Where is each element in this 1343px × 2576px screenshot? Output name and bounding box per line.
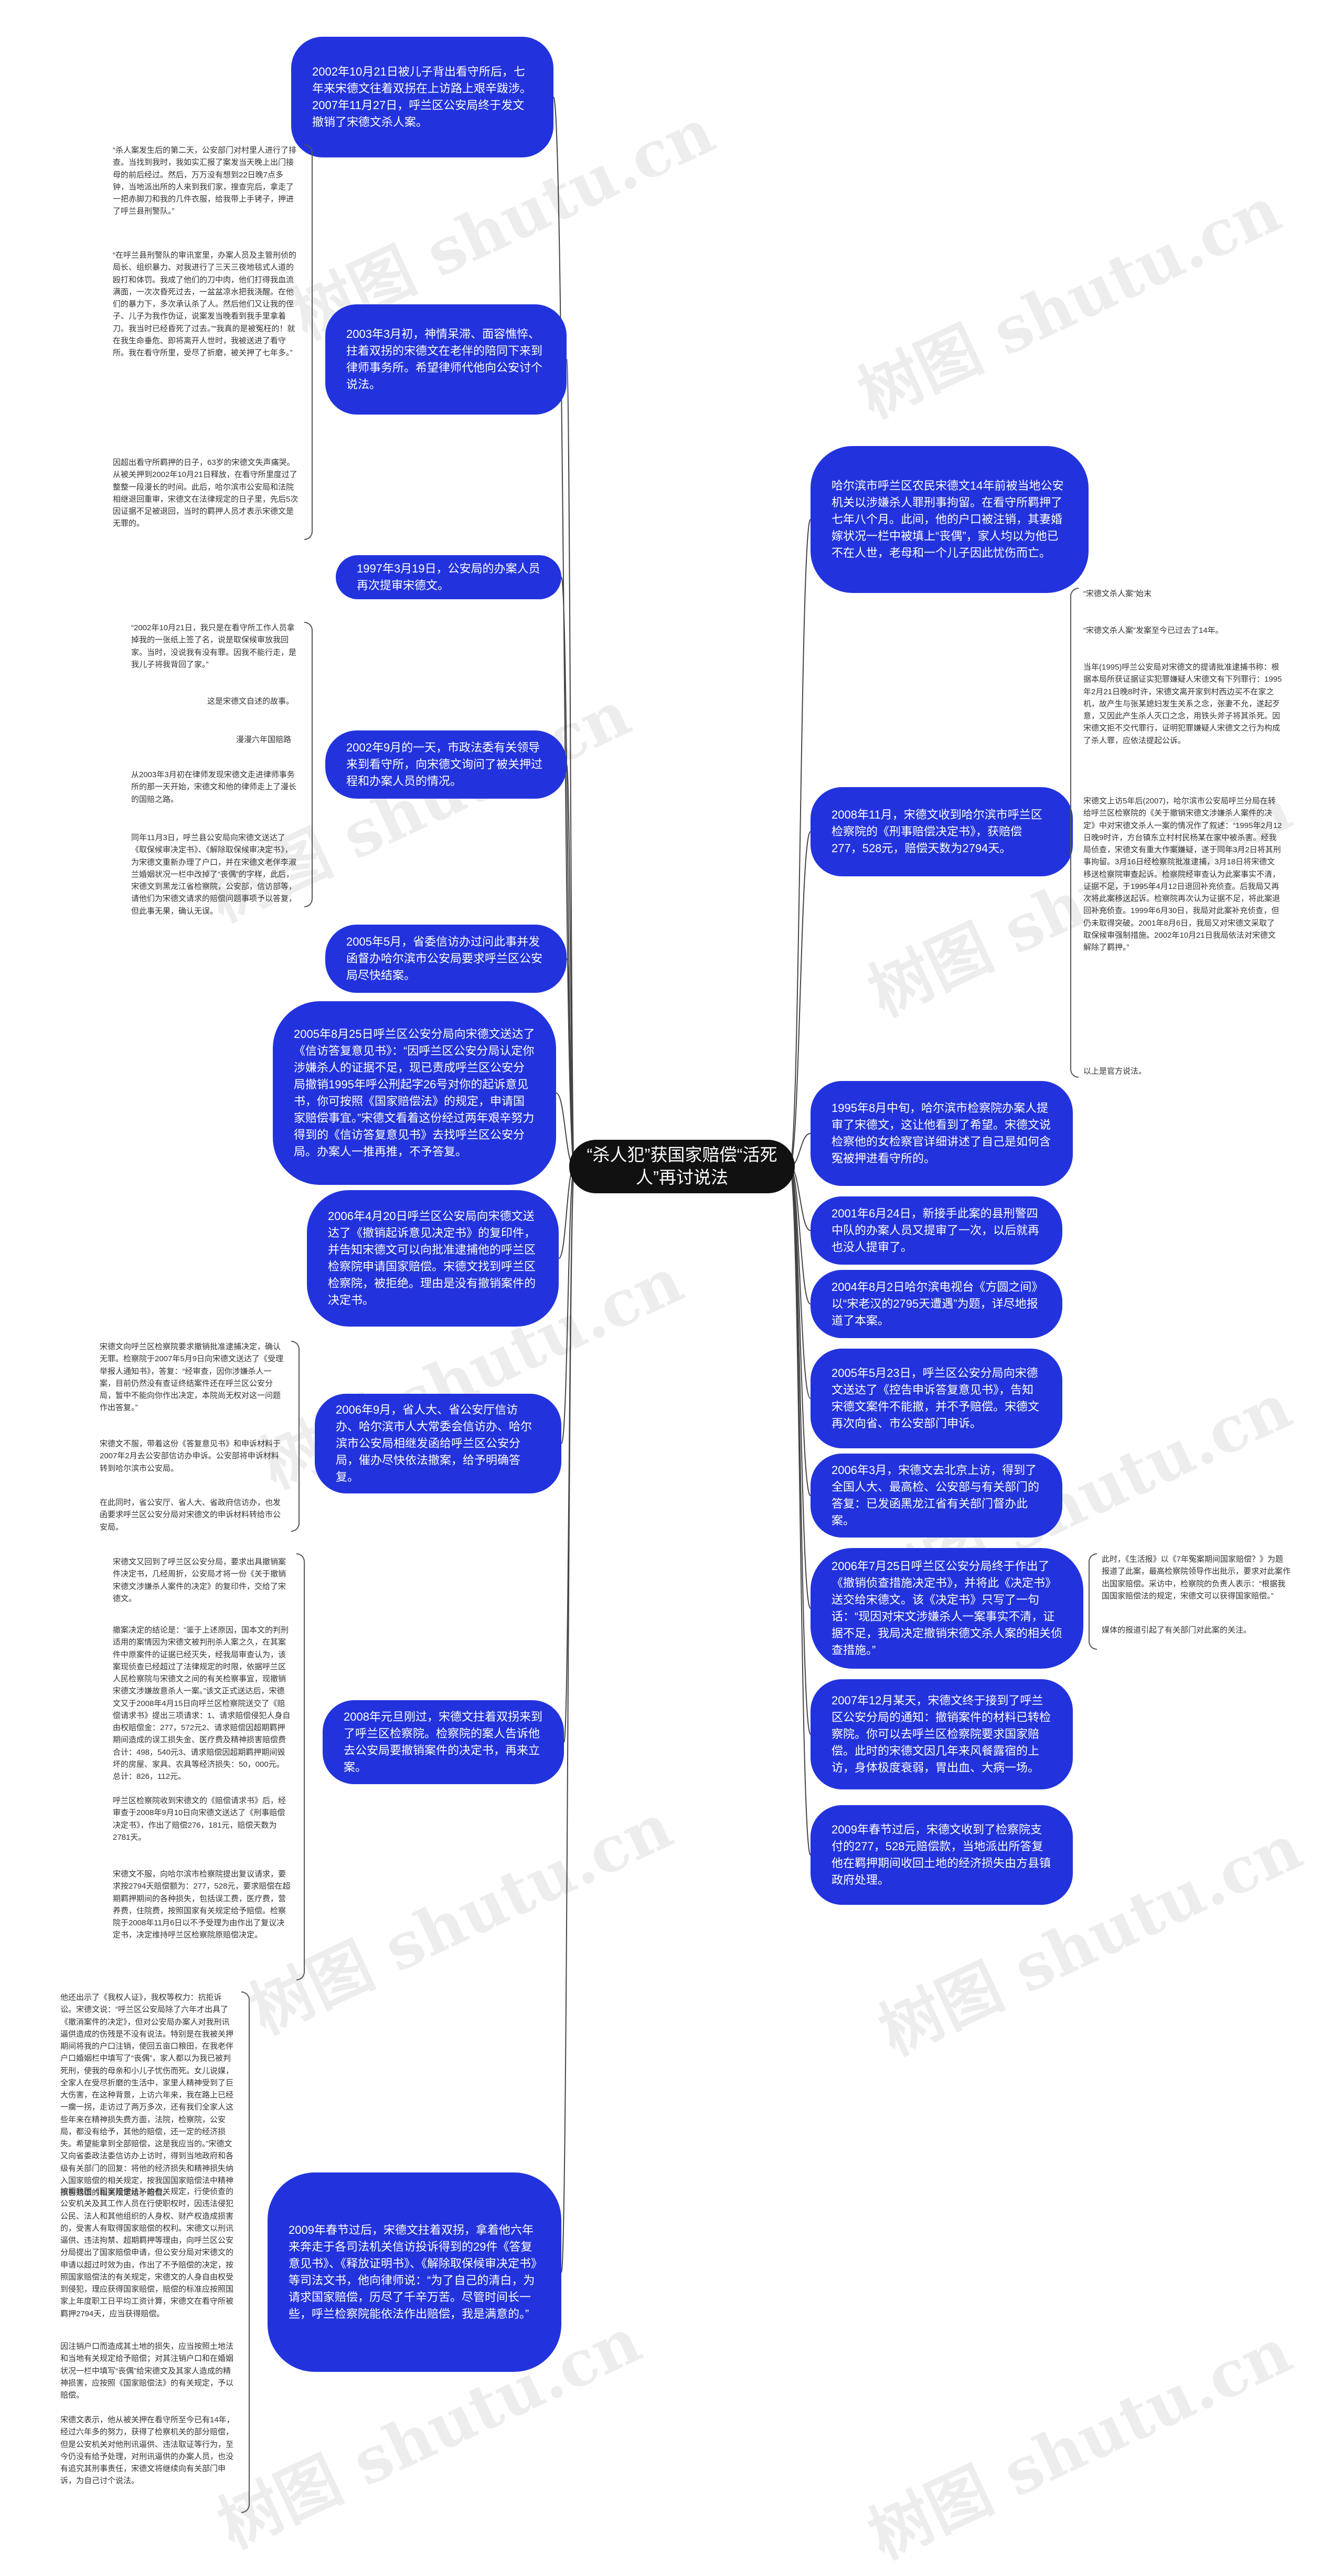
edge: [789, 1166, 811, 1399]
node-text: 2009年春节过后，宋德文拄着双拐，拿着他六年来奔走于各司法机关信访投诉得到的2…: [289, 2223, 537, 2320]
note-n2: “在呼兰县刑警队的审讯室里，办案人员及主管刑侦的局长、组织暴力、对我进行了三天三…: [113, 251, 296, 357]
node-text: 2009年春节过后，宋德文收到了检察院支付的277，528元赔偿款，当地派出所答…: [832, 1823, 1051, 1886]
left-node-l8[interactable]: 2006年9月，省人大、省公安厅信访办、哈尔滨市人大常委会信访办、哈尔滨市公安局…: [315, 1394, 561, 1493]
note-n11: 在此同时，省公安厅、省人大、省政府信访办，也发函要求呼兰区公安分局对宋德文的申诉…: [100, 1498, 281, 1532]
note-n16: 他还出示了《我权人证》，我权等权力：抗拒诉讼。宋德文说：“呼兰区公安局除了六年才…: [60, 1993, 234, 2197]
node-text: 哈尔滨市呼兰区农民宋德文14年前被当地公安机关以涉嫌杀人罪刑事拘留。在看守所羁押…: [832, 479, 1064, 559]
bracket: [1070, 588, 1079, 1078]
right-node-r1[interactable]: 哈尔滨市呼兰区农民宋德文14年前被当地公安机关以涉嫌杀人罪刑事拘留。在看守所羁押…: [811, 446, 1089, 593]
node-text: 2007年12月某天，宋德文终于接到了呼兰区公安分局的通知：撤销案件的材料已转检…: [832, 1694, 1051, 1774]
bracket: [291, 1341, 300, 1532]
note-m4: 宋德文上访5年后(2007)，哈尔滨市公安局呼兰分局在转给呼兰区检察院的《关于撤…: [1083, 797, 1282, 952]
note-n8: 同年11月3日，呼兰县公安局向宋德文送达了《取保候审决定书》、《解除取保候审决定…: [131, 833, 297, 916]
right-node-r7[interactable]: 2006年3月，宋德文去北京上访，得到了全国人大、最高检、公安部与有关部门的答复…: [811, 1454, 1062, 1538]
edge: [789, 1166, 811, 1856]
note-m3: 当年(1995)呼兰公安局对宋德文的提请批准逮捕书称：根据本局所获证据证实犯罪嫌…: [1083, 663, 1282, 745]
edge: [789, 1166, 811, 1735]
note-n4: “2002年10月21日，我只是在看守所工作人员拿掉我的一张纸上签了名，说是取保…: [131, 623, 297, 669]
note-n12: 宋德文又回到了呼兰区公安分局，要求出具撤销案件决定书，几经周折，公安局才将一份《…: [113, 1557, 286, 1603]
bracket: [304, 144, 313, 540]
node-text: 2006年4月20日呼兰区公安局向宋德文送达了《撤销起诉意见决定书》的复印件，并…: [328, 1210, 536, 1307]
node-text: 2003年3月初，神情呆滞、面容憔悴、拄着双拐的宋德文在老伴的陪同下来到律师事务…: [346, 327, 543, 391]
node-text: 2005年8月25日呼兰区公安分局向宋德文送达了《信访答复意见书》：“因呼兰区公…: [294, 1027, 535, 1158]
right-node-r8[interactable]: 2006年7月25日呼兰区公安分局终于作出了《撤销侦查措施决定书》，并将此《决定…: [811, 1548, 1083, 1669]
root-topic[interactable]: “杀人犯”获国家赔偿“活死人”再讨说法: [569, 1140, 795, 1193]
node-text: 2008年元旦刚过，宋德文拄着双拐来到了呼兰区检察院。检察院的案人告诉他去公安局…: [344, 1710, 542, 1774]
note-m2: “宋德文杀人案”发案至今已过去了14年。: [1083, 626, 1223, 635]
left-node-l4[interactable]: 2002年9月的一天，市政法委有关领导来到看守所，向宋德文询问了被关押过程和办案…: [325, 730, 567, 799]
node-text: 2006年7月25日呼兰区公安分局终于作出了《撤销侦查措施决定书》，并将此《决定…: [832, 1560, 1063, 1657]
note-m7: 媒体的报道引起了有关部门对此案的关注。: [1102, 1626, 1252, 1635]
node-text: 2006年9月，省人大、省公安厅信访办、哈尔滨市人大常委会信访办、哈尔滨市公安局…: [336, 1403, 532, 1483]
right-node-r10[interactable]: 2009年春节过后，宋德文收到了检察院支付的277，528元赔偿款，当地派出所答…: [811, 1805, 1073, 1905]
note-n15: 宋德文不服，向哈尔滨市检察院提出复议请求，要求按2794天赔偿额为：277，52…: [113, 1870, 291, 1940]
node-text: 2005年5月，省委信访办过问此事并发函督办哈尔滨市公安局要求呼兰区公安局尽快结…: [346, 935, 543, 982]
left-node-l5[interactable]: 2005年5月，省委信访办过问此事并发函督办哈尔滨市公安局要求呼兰区公安局尽快结…: [325, 925, 567, 993]
node-text: 1995年8月中旬，哈尔滨市检察院办案人提审了宋德文，这让他看到了希望。宋德文说…: [832, 1101, 1051, 1165]
bracket: [1089, 1553, 1097, 1650]
right-node-r9[interactable]: 2007年12月某天，宋德文终于接到了呼兰区公安分局的通知：撤销案件的材料已转检…: [811, 1679, 1073, 1789]
note-n7: 从2003年3月初在律师发现宋德文走进律师事务所的那一天开始，宋德文和他的律师走…: [131, 770, 297, 804]
left-node-l1[interactable]: 2002年10月21日被儿子背出看守所后，七年来宋德文往着双拐在上访路上艰辛跋涉…: [291, 37, 553, 157]
node-text: 1997年3月19日，公安局的办案人员再次提审宋德文。: [357, 562, 540, 592]
right-node-r4[interactable]: 2001年6月24日，新接手此案的县刑警四中队的办案人员又提审了一次，以后就再也…: [811, 1196, 1062, 1265]
left-node-l2[interactable]: 2003年3月初，神情呆滞、面容憔悴、拄着双拐的宋德文在老伴的陪同下来到律师事务…: [325, 304, 567, 415]
node-text: 2006年3月，宋德文去北京上访，得到了全国人大、最高检、公安部与有关部门的答复…: [832, 1464, 1040, 1527]
right-node-r2[interactable]: 2008年11月，宋德文收到哈尔滨市呼兰区检察院的《刑事赔偿决定书》，获赔偿27…: [811, 787, 1073, 876]
bracket: [241, 1991, 250, 2513]
note-n14: 呼兰区检察院收到宋德文的《赔偿请求书》后，经审查于2008年9月10日向宋德文送…: [113, 1796, 286, 1842]
edge: [789, 831, 811, 1167]
left-node-l3[interactable]: 1997年3月19日，公安局的办案人员再次提审宋德文。: [336, 555, 561, 599]
bracket: [304, 622, 313, 907]
note-n1: “杀人案发生后的第二天，公安部门对村里人进行了排查。当找到我时，我如实汇报了案发…: [113, 146, 296, 216]
left-node-l6[interactable]: 2005年8月25日呼兰区公安分局向宋德文送达了《信访答复意见书》：“因呼兰区公…: [273, 1001, 556, 1185]
note-n3: 因超出看守所羁押的日子，63岁的宋德文失声痛哭。从被关押到2002年10月21日…: [113, 458, 299, 528]
note-m5: 以上是官方说法。: [1083, 1067, 1147, 1076]
edge: [789, 1166, 811, 1496]
note-n17: 按照我国《国家赔偿法》的有关规定，行使侦查的公安机关及其工作人员在行使职权时，因…: [60, 2187, 234, 2318]
root-topic-label: “杀人犯”获国家赔偿“活死人”再讨说法: [587, 1145, 777, 1187]
node-text: 2002年9月的一天，市政法委有关领导来到看守所，向宋德文询问了被关押过程和办案…: [346, 741, 543, 788]
edge: [789, 519, 811, 1167]
note-n13: 撤案决定的结论是：“鉴于上述原因，国本文的判刑适用的案情因为宋德文被判刑杀人案之…: [113, 1626, 291, 1781]
note-n9: 宋德文向呼兰区检察院要求撤销批准逮捕决定，确认无罪。检察院于2007年5月9日向…: [100, 1342, 284, 1413]
note-m1: “宋德文杀人案”始末: [1083, 589, 1152, 598]
note-n6: 漫漫六年国赔路: [236, 735, 292, 744]
left-node-l10[interactable]: 2009年春节过后，宋德文拄着双拐，拿着他六年来奔走于各司法机关信访投诉得到的2…: [268, 2172, 561, 2372]
bracket: [296, 1553, 305, 1980]
right-node-r3[interactable]: 1995年8月中旬，哈尔滨市检察院办案人提审了宋德文，这让他看到了希望。宋德文说…: [811, 1081, 1073, 1186]
note-n5: 这是宋德文自述的故事。: [207, 697, 294, 706]
edge: [561, 1166, 575, 1444]
right-node-r6[interactable]: 2005年5月23日，呼兰区公安分局向宋德文送达了《控告申诉答复意见书》，告知宋…: [811, 1349, 1062, 1448]
note-n19: 宋德文表示，他从被关押在看守所至今已有14年，经过六年多的努力，获得了检察机关的…: [60, 2415, 235, 2486]
right-node-r5[interactable]: 2004年8月2日哈尔滨电视台《方圆之间》以“宋老汉的2795天遭遇”为题，详尽…: [811, 1270, 1062, 1338]
note-n18: 因注销户口而造成其土地的损失，应当按照土地法和当地有关规定给予赔偿；对其注销户口…: [60, 2342, 234, 2400]
node-text: 2004年8月2日哈尔滨电视台《方圆之间》以“宋老汉的2795天遭遇”为题，详尽…: [832, 1280, 1038, 1327]
note-n10: 宋德文不服，带着这份《答复意见书》和申诉材料于2007年2月去公安部信访办申诉。…: [100, 1439, 281, 1473]
left-node-l9[interactable]: 2008年元旦刚过，宋德文拄着双拐来到了呼兰区检察院。检察院的案人告诉他去公安局…: [323, 1700, 564, 1784]
node-text: 2001年6月24日，新接手此案的县刑警四中队的办案人员又提审了一次，以后就再也…: [832, 1207, 1040, 1254]
edge: [566, 359, 575, 1167]
node-text: 2005年5月23日，呼兰区公安分局向宋德文送达了《控告申诉答复意见书》，告知宋…: [832, 1366, 1040, 1430]
left-node-l7[interactable]: 2006年4月20日呼兰区公安局向宋德文送达了《撤销起诉意见决定书》的复印件，并…: [307, 1190, 559, 1327]
node-text: 2008年11月，宋德文收到哈尔滨市呼兰区检察院的《刑事赔偿决定书》，获赔偿27…: [832, 808, 1042, 855]
node-text: 2002年10月21日被儿子背出看守所后，七年来宋德文往着双拐在上访路上艰辛跋涉…: [312, 65, 532, 129]
edge: [561, 1166, 575, 2273]
note-m6: 此时，《生活报》以《7年冤案期间国家赔偿？》为题报道了此案，最高检察院领导作出批…: [1102, 1555, 1291, 1600]
